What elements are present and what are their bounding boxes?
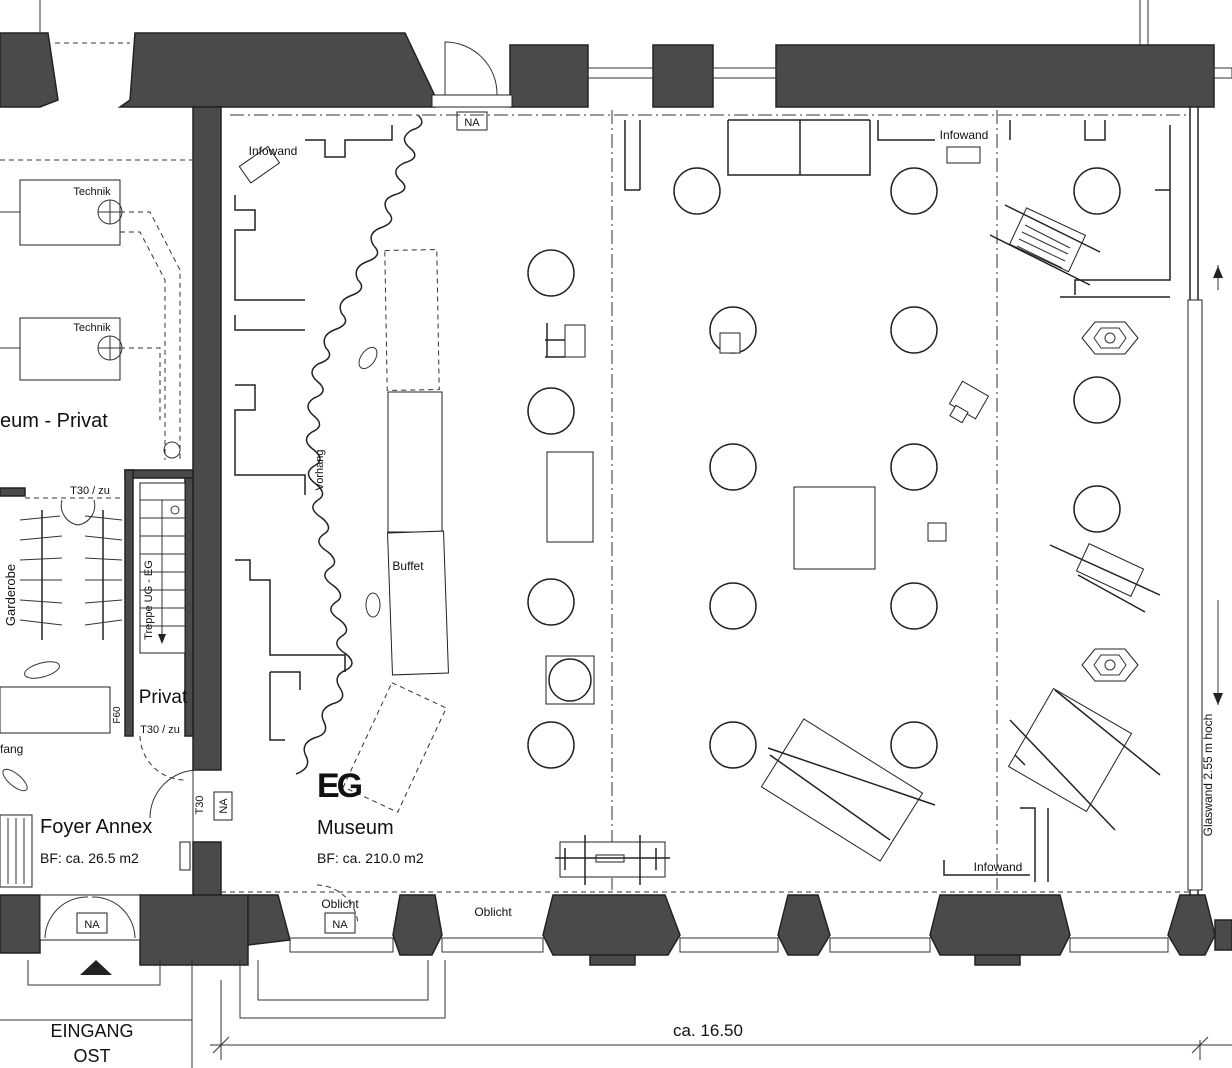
entrance: NA EINGANG OST xyxy=(0,894,446,1068)
technik-rooms: Technik Technik xyxy=(0,159,193,460)
eingang-label: EINGANG xyxy=(50,1021,133,1041)
glaswand-label: Glaswand 2.55 m hoch xyxy=(1201,714,1215,837)
museum-label: Museum xyxy=(317,817,394,839)
technik-label-1: Technik xyxy=(73,186,111,198)
oblicht-left: NA Oblicht xyxy=(316,884,359,934)
na-label-entrance: NA xyxy=(84,919,100,931)
garderobe-label: Garderobe xyxy=(3,564,18,626)
empfang-label: fang xyxy=(0,742,23,756)
glass-wall: Glaswand 2.55 m hoch xyxy=(1187,107,1223,895)
curtain: Vorhang xyxy=(295,114,423,775)
round-tables xyxy=(527,167,1121,769)
grid-lines xyxy=(230,110,1190,890)
na-label-side: NA xyxy=(218,798,230,814)
buffet-label: Buffet xyxy=(392,559,424,573)
infowand-label-1: Infowand xyxy=(249,144,298,158)
museum-privat-label: eum - Privat xyxy=(0,410,108,432)
foyer-area-label: BF: ca. 26.5 m2 xyxy=(40,850,139,866)
oblicht-label-2: Oblicht xyxy=(474,905,512,919)
privat-label: Privat xyxy=(139,687,188,708)
foyer-area: Foyer Annex BF: ca. 26.5 m2 T30 NA xyxy=(0,769,233,888)
top-wall xyxy=(0,0,1232,108)
garderobe-area: Garderobe T30 / zu fang xyxy=(0,485,125,792)
na-label-bottom: NA xyxy=(332,919,348,931)
infowand-label-3: Infowand xyxy=(974,860,1023,874)
t30-zu-bottom-label: T30 / zu xyxy=(140,724,180,736)
central-wall xyxy=(0,106,222,896)
vorhang-label: Vorhang xyxy=(314,450,326,491)
technik-label-2: Technik xyxy=(73,322,111,334)
top-partitions: Infowand xyxy=(624,119,1171,298)
museum-area-label: BF: ca. 210.0 m2 xyxy=(317,850,424,866)
f60-label: F60 xyxy=(112,706,123,724)
exhibit-objects xyxy=(545,323,990,885)
infowand-label-2: Infowand xyxy=(940,128,989,142)
buffet: Buffet xyxy=(342,249,449,813)
ost-label: OST xyxy=(73,1046,110,1066)
dimension-line: ca. 16.50 xyxy=(210,980,1232,1060)
bottom-wall xyxy=(0,891,1232,966)
top-door: NA xyxy=(431,41,513,131)
na-label-top: NA xyxy=(464,117,480,129)
oblicht-label-1: Oblicht xyxy=(321,897,359,911)
stair: Treppe UG - EG Privat F60 T30 / zu xyxy=(112,482,188,781)
t30-label: T30 xyxy=(194,796,206,815)
t30-zu-top-label: T30 / zu xyxy=(70,485,110,497)
right-objects: Infowand xyxy=(943,204,1161,882)
foyer-label: Foyer Annex xyxy=(40,816,152,838)
stair-label: Treppe UG - EG xyxy=(143,560,155,640)
left-partitions: Infowand xyxy=(234,125,393,741)
level-label: EG xyxy=(317,767,362,805)
dimension-label: ca. 16.50 xyxy=(673,1021,743,1040)
